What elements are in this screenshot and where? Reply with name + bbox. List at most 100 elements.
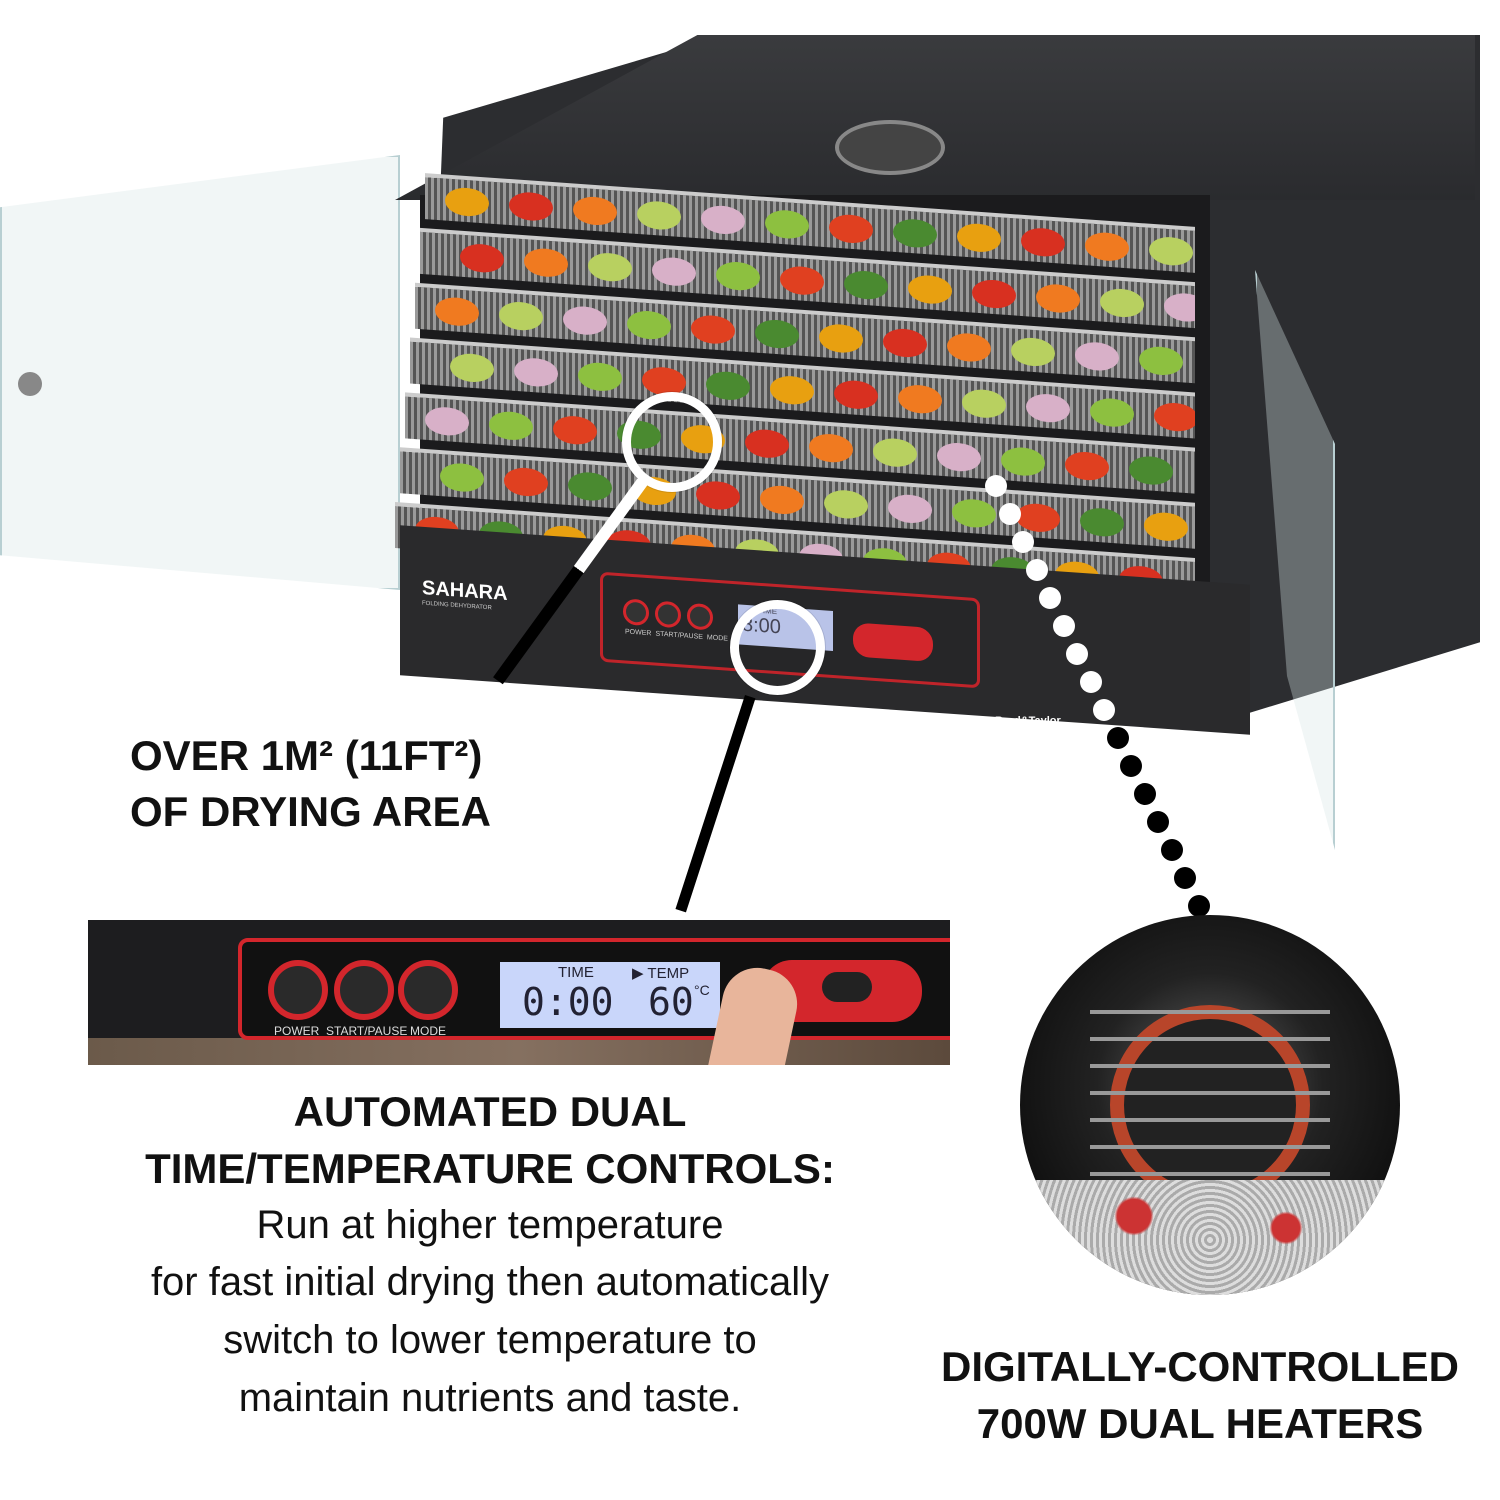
heater-closeup bbox=[1020, 915, 1400, 1295]
food-slice bbox=[627, 309, 671, 341]
heater-callout-dot bbox=[1052, 615, 1075, 637]
food-slice bbox=[972, 278, 1016, 310]
heater-callout-dot bbox=[1106, 727, 1129, 749]
power-button[interactable] bbox=[623, 598, 649, 627]
food-slice bbox=[637, 199, 681, 231]
heater-grill-bar bbox=[1090, 1037, 1330, 1041]
food-slice bbox=[716, 260, 760, 292]
food-slice bbox=[952, 497, 996, 529]
food-slice bbox=[1164, 291, 1195, 324]
mode-button[interactable] bbox=[687, 602, 713, 631]
controls-callout-line bbox=[675, 695, 756, 913]
heater-line1: DIGITALLY-CONTROLLED bbox=[941, 1343, 1459, 1390]
inset-power-button[interactable] bbox=[268, 960, 328, 1020]
food-slice bbox=[568, 470, 612, 503]
food-slice bbox=[652, 256, 696, 288]
food-slice bbox=[1021, 226, 1065, 258]
food-slice bbox=[524, 247, 568, 279]
food-slice bbox=[578, 361, 622, 393]
food-slice bbox=[445, 186, 489, 218]
food-slice bbox=[883, 327, 927, 359]
food-slice bbox=[937, 441, 981, 473]
food-slice bbox=[1154, 401, 1195, 433]
food-slice bbox=[957, 222, 1001, 254]
maker-label: Brod&Taylor bbox=[995, 715, 1061, 727]
food-slice bbox=[514, 356, 558, 388]
food-slice bbox=[1026, 392, 1070, 424]
controls-title-line2: TIME/TEMPERATURE CONTROLS: bbox=[145, 1145, 835, 1192]
food-slice bbox=[563, 305, 607, 337]
food-slice bbox=[962, 388, 1006, 420]
controls-title-line1: AUTOMATED DUAL bbox=[293, 1088, 687, 1135]
food-slice bbox=[1011, 336, 1055, 368]
lcd-time-label: TIME bbox=[558, 964, 594, 981]
food-slice bbox=[947, 331, 991, 364]
food-slice bbox=[573, 195, 617, 227]
heater-callout-dot bbox=[1012, 531, 1034, 553]
dehydrator-lid bbox=[395, 35, 1475, 200]
food-slice bbox=[819, 322, 863, 355]
food-slice bbox=[809, 432, 853, 464]
heater-callout-dot bbox=[1133, 783, 1156, 805]
food-slice bbox=[844, 269, 888, 301]
heater-grill-bar bbox=[1090, 1010, 1330, 1014]
food-slice bbox=[1036, 282, 1080, 315]
door-knob bbox=[18, 372, 42, 396]
heater-grill-bar bbox=[1090, 1064, 1330, 1068]
heater-callout-dot bbox=[985, 475, 1007, 497]
wood-surface bbox=[88, 1038, 950, 1065]
controls-body-line2: for fast initial drying then automatical… bbox=[150, 1260, 830, 1304]
food-slice bbox=[701, 204, 745, 236]
start-pause-label: START/PAUSE bbox=[655, 630, 703, 641]
food-slice bbox=[1090, 397, 1134, 429]
inset-panel: POWER START/PAUSE MODE TIME ▶ TEMP 0:00 … bbox=[238, 938, 950, 1040]
logo-emblem bbox=[835, 120, 945, 175]
food-slice bbox=[829, 213, 873, 245]
food-slice bbox=[755, 318, 799, 350]
food-slice bbox=[1139, 345, 1183, 377]
food-slice bbox=[706, 370, 750, 402]
inset-mode-label: MODE bbox=[410, 1024, 446, 1038]
heater-grill-bar bbox=[1090, 1145, 1330, 1149]
food-slice bbox=[824, 488, 868, 520]
heater-callout-dot bbox=[1187, 895, 1210, 917]
food-slice bbox=[1149, 235, 1193, 267]
inset-mode-button[interactable] bbox=[398, 960, 458, 1020]
dried-food-bed bbox=[1020, 1180, 1400, 1295]
start-pause-button[interactable] bbox=[655, 600, 681, 629]
inset-start-pause-label: START/PAUSE bbox=[326, 1024, 408, 1038]
lcd-temp-label: ▶ TEMP bbox=[632, 965, 690, 982]
food-slice bbox=[509, 190, 553, 223]
controls-body-line4: maintain nutrients and taste. bbox=[238, 1376, 742, 1420]
food-slice bbox=[1129, 455, 1173, 487]
lcd-temp-unit: °C bbox=[694, 982, 710, 998]
food-slice bbox=[450, 352, 494, 384]
food-slice bbox=[873, 437, 917, 469]
heater-callout-dot bbox=[1025, 559, 1048, 581]
food-slice bbox=[553, 414, 597, 446]
heater-grill-bar bbox=[1090, 1091, 1330, 1095]
food-slice bbox=[1075, 340, 1119, 372]
heater-callout-dot bbox=[1093, 699, 1115, 721]
heater-callout-dot bbox=[1066, 643, 1088, 665]
controls-callout-ring bbox=[730, 600, 825, 695]
food-slice bbox=[908, 274, 952, 306]
heater-callout-dot bbox=[1160, 839, 1183, 861]
heater-callout-dot bbox=[1039, 587, 1061, 609]
food-slice bbox=[745, 428, 789, 460]
drying-area-line1: OVER 1M² (11FT²) bbox=[130, 732, 483, 779]
food-slice bbox=[504, 466, 548, 498]
food-slice bbox=[1085, 231, 1129, 263]
heater-callout-dot bbox=[1079, 671, 1102, 693]
food-slice bbox=[499, 300, 543, 332]
temperature-dial[interactable] bbox=[853, 622, 933, 662]
food-slice bbox=[1001, 446, 1045, 478]
heater-grill-bar bbox=[1090, 1172, 1330, 1176]
food-slice bbox=[770, 374, 814, 406]
inset-start-pause-button[interactable] bbox=[334, 960, 394, 1020]
food-slice bbox=[1100, 287, 1144, 319]
food-slice bbox=[588, 251, 632, 283]
lcd-display: TIME ▶ TEMP 0:00 60 °C bbox=[500, 962, 720, 1028]
food-slice bbox=[1016, 502, 1060, 534]
food-slice bbox=[760, 484, 804, 516]
